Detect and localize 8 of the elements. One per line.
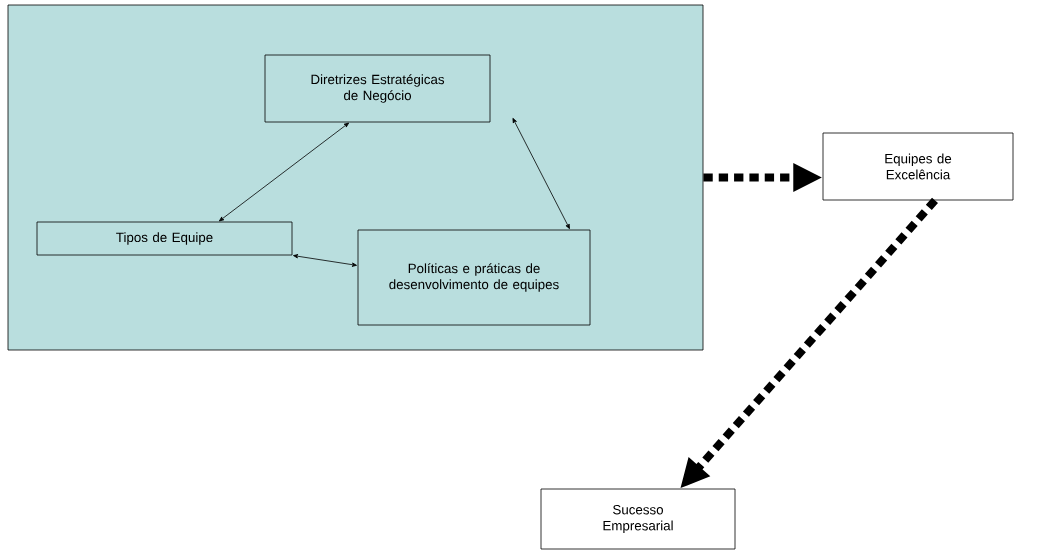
arrow — [218, 122, 350, 222]
text-box: Políticas e práticas de desenvolvimento de equipes — [357, 229, 591, 326]
text-box: Tipos de Equipe — [36, 221, 293, 256]
text-box: Diretrizes Estratégicas de Negócio — [264, 54, 491, 123]
arrow — [512, 117, 570, 230]
text-box: Sucesso Empresarial — [540, 488, 736, 550]
text-box: Equipes de Excelência — [822, 132, 1014, 201]
arrow — [293, 254, 357, 267]
